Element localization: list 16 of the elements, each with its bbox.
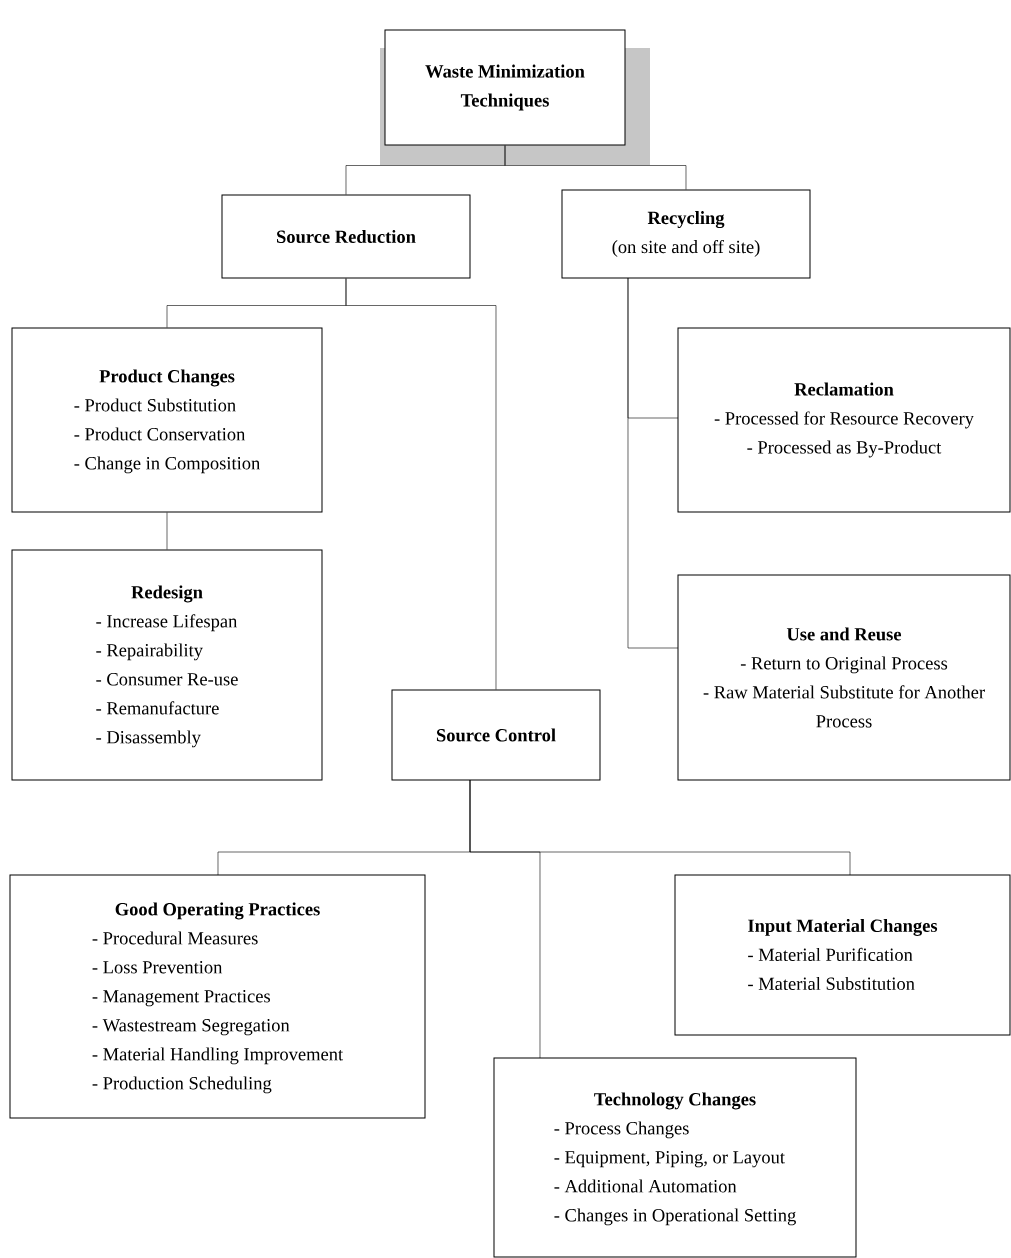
connector-line bbox=[345, 278, 497, 690]
category-box: Input Material Changes - Material Purification - Material Substitution bbox=[674, 874, 1011, 1036]
category-box: Technology Changes - Process Changes - Equipment, Piping, or Layout - Additional Automation - Changes in Operational Setting bbox=[493, 1057, 857, 1258]
process-box: Waste Minimization Techniques bbox=[384, 29, 626, 146]
category-box: Redesign - Increase Lifespan - Repairability - Consumer Re-use - Remanufacture - Disassembly bbox=[11, 549, 323, 781]
connector-line bbox=[166, 512, 168, 550]
connector-line bbox=[469, 779, 541, 1059]
category-box: Product Changes - Product Substitution - Product Conservation - Change in Composition bbox=[11, 327, 323, 513]
connector-line bbox=[627, 277, 679, 649]
process-box: Source Reduction bbox=[221, 194, 471, 279]
process-box: Recycling (on site and off site) bbox=[561, 189, 811, 279]
process-box: Source Control bbox=[391, 689, 601, 781]
process-box: Use and Reuse - Return to Original Process - Raw Material Substitute for Another Process bbox=[677, 574, 1011, 781]
category-box: Good Operating Practices - Procedural Measures - Loss Prevention - Management Practices - Wastestream Segregation - Material Handling Improvement - Production Scheduling bbox=[9, 874, 426, 1119]
connector-line bbox=[504, 145, 687, 190]
process-box: Reclamation - Processed for Resource Recovery - Processed as By-Product bbox=[677, 327, 1011, 513]
